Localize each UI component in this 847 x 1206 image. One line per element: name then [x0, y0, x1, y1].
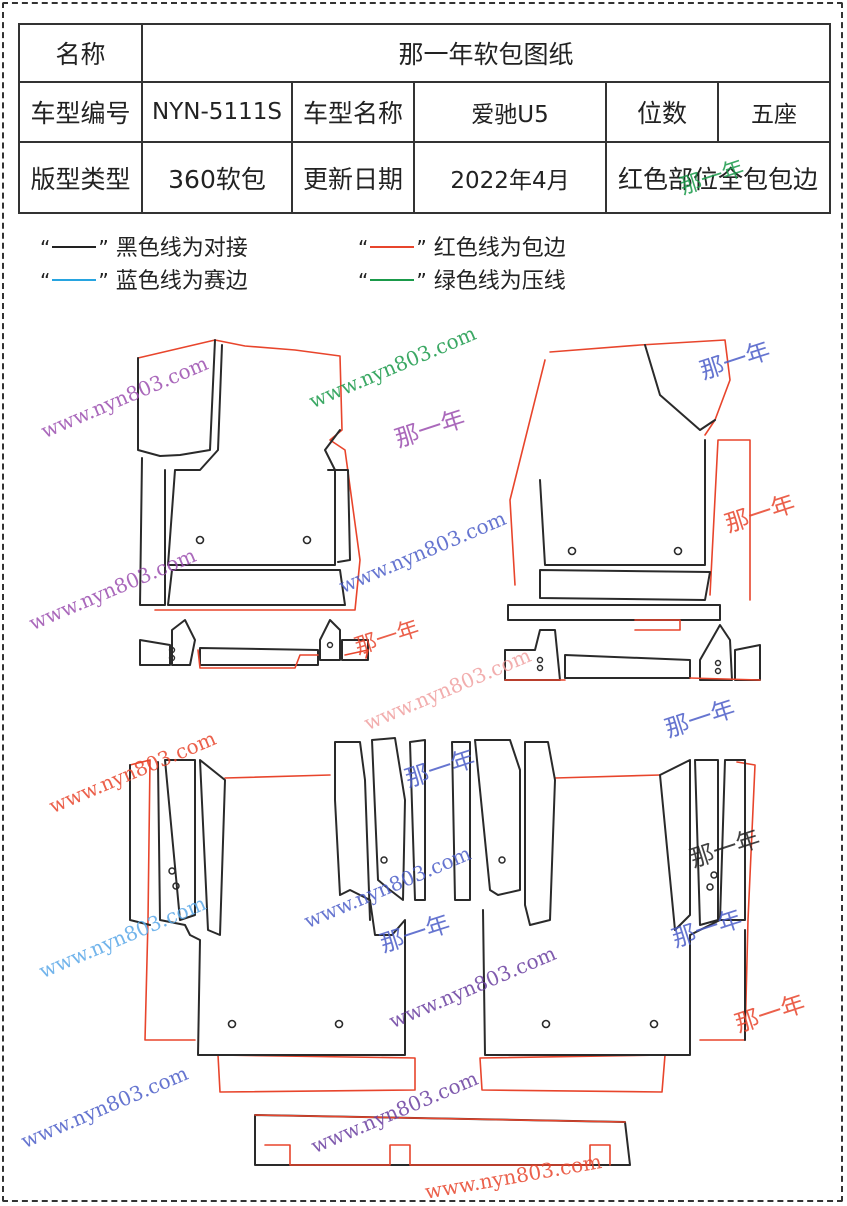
note-value: 红色部位全包包边	[604, 141, 832, 214]
quote-open: “	[40, 269, 51, 293]
legend-black-text: 黑色线为对接	[115, 236, 248, 261]
mat-hole	[536, 656, 544, 664]
legend-blue-line	[52, 279, 97, 281]
mat-hole	[172, 882, 180, 890]
legend-blue-text: 蓝色线为赛边	[115, 269, 248, 294]
legend-red: “ ” 红色线为包边	[358, 230, 566, 262]
update-label: 更新日期	[291, 141, 415, 214]
mat-hole	[195, 535, 205, 545]
model-name-value: 爱驰U5	[413, 81, 607, 143]
mat-hole	[536, 664, 544, 672]
mat-hole	[649, 1019, 659, 1029]
front-right-mat-red-edge	[509, 339, 751, 601]
spec-row-type: 版型类型 360软包 更新日期 2022年4月 红色部位全包包边	[18, 141, 832, 214]
model-name-label: 车型名称	[291, 81, 415, 143]
rear-mat-red-edge	[129, 759, 756, 1093]
name-label: 名称	[18, 23, 143, 83]
front-right-mat	[504, 339, 761, 681]
quote-open: “	[358, 236, 369, 260]
mat-hole	[326, 641, 334, 649]
legend-green: “ ” 绿色线为压线	[358, 263, 566, 295]
spec-table: 名称 那一年软包图纸 车型编号 NYN-5111S 车型名称 爱驰U5 位数 五…	[18, 23, 832, 214]
mat-hole	[168, 867, 176, 875]
spec-row-model: 车型编号 NYN-5111S 车型名称 爱驰U5 位数 五座	[18, 81, 832, 143]
quote-open: “	[40, 236, 51, 260]
mat-hole	[714, 659, 722, 667]
mat-hole	[334, 1019, 344, 1029]
front-right-mat-red-bottom	[504, 619, 761, 681]
quote-close: ”	[416, 269, 427, 293]
mat-hole	[302, 535, 312, 545]
rear-trim-strip-red	[254, 1114, 626, 1166]
rear-mat	[129, 737, 756, 1166]
legend-blue: “ ” 蓝色线为赛边	[40, 263, 248, 295]
quote-close: ”	[98, 269, 109, 293]
front-left-mat	[137, 339, 369, 669]
legend-black-line	[52, 246, 97, 248]
quote-open: “	[358, 269, 369, 293]
legend-red-text: 红色线为包边	[433, 236, 566, 261]
front-left-mat-red-edge	[137, 339, 361, 611]
seats-value: 五座	[716, 81, 832, 143]
spec-row-name: 名称 那一年软包图纸	[18, 23, 832, 83]
mat-hole	[673, 546, 683, 556]
legend-black: “ ” 黑色线为对接	[40, 230, 248, 262]
quote-close: ”	[98, 236, 109, 260]
mat-hole	[714, 667, 722, 675]
legend-green-text: 绿色线为压线	[433, 269, 566, 294]
type-value: 360软包	[141, 141, 293, 214]
model-no-label: 车型编号	[18, 81, 143, 143]
front-left-mat-red-bottom	[197, 649, 369, 669]
seats-label: 位数	[605, 81, 719, 143]
legend-green-line	[370, 279, 415, 281]
mat-hole	[168, 646, 176, 654]
type-label: 版型类型	[18, 141, 143, 214]
update-value: 2022年4月	[413, 141, 607, 214]
front-left-mat-black-seams	[137, 339, 369, 666]
quote-close: ”	[416, 236, 427, 260]
mat-hole	[710, 871, 718, 879]
drawing-title: 那一年软包图纸	[140, 23, 832, 83]
model-no-value: NYN-5111S	[141, 81, 293, 143]
mat-hole	[227, 1019, 237, 1029]
mat-hole	[168, 654, 176, 662]
rear-mat-black-seams	[129, 737, 746, 1056]
legend-red-line	[370, 246, 415, 248]
mat-hole	[706, 883, 714, 891]
mat-hole	[541, 1019, 551, 1029]
mat-hole	[567, 546, 577, 556]
mat-hole	[380, 856, 388, 864]
mat-hole	[498, 856, 506, 864]
